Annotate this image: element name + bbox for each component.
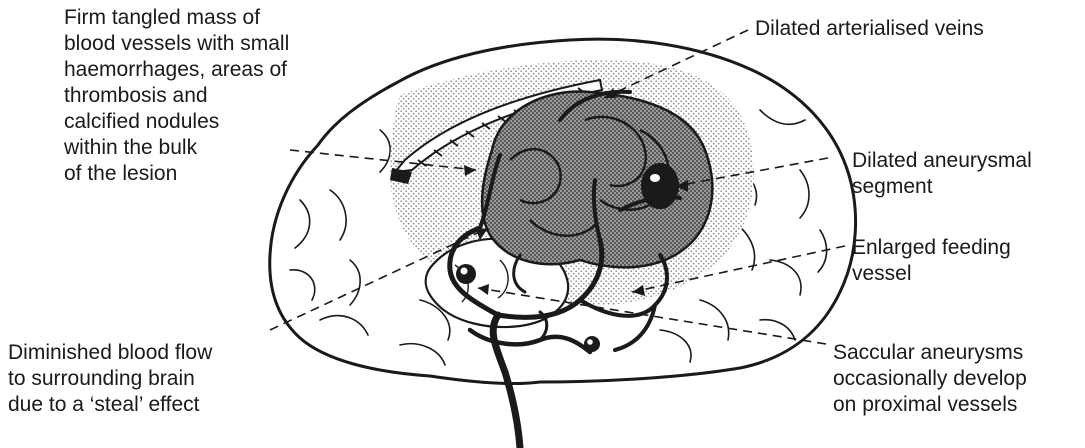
label-dilated-arterialised-veins: Dilated arterialised veins bbox=[755, 16, 984, 42]
label-line: thrombosis and bbox=[64, 83, 289, 109]
label-firm-tangled-mass: Firm tangled mass of blood vessels with … bbox=[64, 5, 289, 187]
label-line: occasionally develop bbox=[833, 366, 1027, 392]
label-line: of the lesion bbox=[64, 161, 289, 187]
label-line: vessel bbox=[852, 261, 1011, 287]
label-line: Enlarged feeding bbox=[852, 235, 1011, 261]
label-line: on proximal vessels bbox=[833, 392, 1027, 418]
label-line: Dilated aneurysmal bbox=[852, 148, 1032, 174]
label-dilated-aneurysmal-segment: Dilated aneurysmal segment bbox=[852, 148, 1032, 200]
label-line: within the bulk bbox=[64, 135, 289, 161]
label-line: segment bbox=[852, 174, 1032, 200]
label-saccular-aneurysms: Saccular aneurysms occasionally develop … bbox=[833, 340, 1027, 418]
label-line: haemorrhages, areas of bbox=[64, 57, 289, 83]
label-enlarged-feeding-vessel: Enlarged feeding vessel bbox=[852, 235, 1011, 287]
label-line: Diminished blood flow bbox=[8, 340, 212, 366]
label-line: to surrounding brain bbox=[8, 366, 212, 392]
label-diminished-blood-flow: Diminished blood flow to surrounding bra… bbox=[8, 340, 212, 418]
label-line: due to a ‘steal’ effect bbox=[8, 392, 212, 418]
label-line: Saccular aneurysms bbox=[833, 340, 1027, 366]
label-line: Firm tangled mass of bbox=[64, 5, 289, 31]
label-line: calcified nodules bbox=[64, 109, 289, 135]
label-line: blood vessels with small bbox=[64, 31, 289, 57]
label-line: Dilated arterialised veins bbox=[755, 16, 984, 42]
